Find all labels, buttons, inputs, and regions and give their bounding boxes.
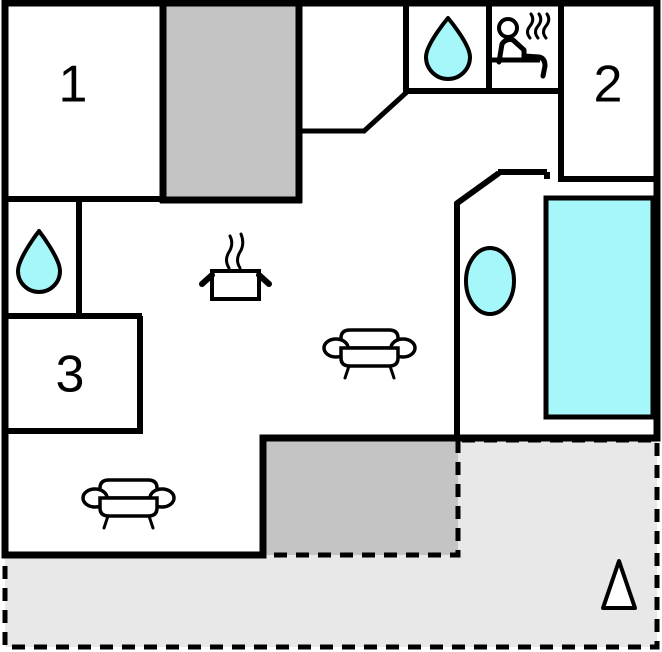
parasol-shape [601,559,637,610]
wall-poolroom-diagonal [454,170,501,207]
sofa-icon [322,328,417,380]
room-label-2: 2 [594,56,623,114]
sofa-seat [339,346,400,368]
water-features [464,195,656,420]
cooking-pot-icon [199,232,272,301]
sofa-leg-left [102,514,110,530]
covered-terrace-area [263,440,461,558]
pot-body [210,269,261,301]
carport-covered-entry [159,0,303,204]
pot-steam [236,232,245,270]
sauna-person-torso [496,37,527,65]
covered-terrace-fill [263,440,458,555]
carport-fill [163,3,299,203]
pot-steam [225,234,234,270]
whirlpool-hot-tub [464,246,516,316]
interior-walls [5,3,657,438]
pot-handle-right [256,272,272,287]
pot-handle-left [199,272,215,287]
exterior-wall-outline [1,0,661,559]
wall-hall-diagonal [361,89,410,134]
sofa-leg-right [147,514,155,530]
sauna-heat-wave [526,12,535,40]
sauna-heat-wave [542,12,551,40]
sofa-back [339,328,400,350]
sofa-back [98,478,159,500]
room-label-3: 3 [56,346,85,404]
exterior-walls [1,0,661,559]
swimming-pool [543,195,656,420]
sofa-icon [81,478,176,530]
parasol-icon [601,559,637,610]
covered-terrace-dashed-edge [263,440,461,558]
water-drop-icon [424,16,472,81]
sauna-icon [490,12,551,79]
room-label-1: 1 [59,56,88,114]
sofa-leg-right [388,364,396,380]
water-drop-icon [16,229,62,294]
sauna-heat-wave [534,12,543,40]
sofa-leg-left [343,364,351,380]
sauna-person-legs [521,53,548,79]
sofa-seat [98,496,159,518]
sauna-person-head [497,17,519,39]
